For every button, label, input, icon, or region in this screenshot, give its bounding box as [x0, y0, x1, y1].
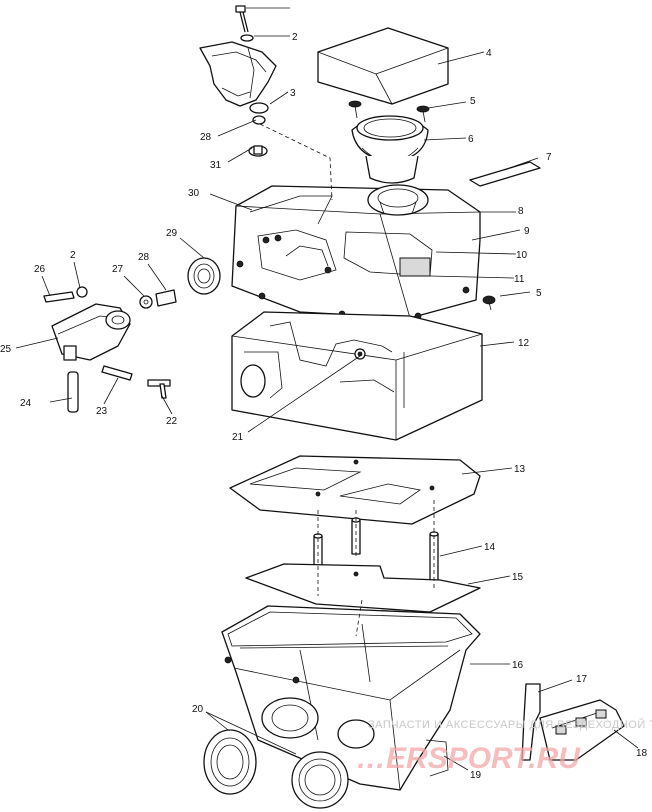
callout-22: 22	[166, 416, 178, 427]
callout-7: 7	[546, 152, 552, 163]
hose-23	[101, 365, 133, 381]
intake-boot-flange	[351, 115, 429, 184]
small-cover-plate	[469, 161, 541, 187]
spacer-28	[155, 289, 177, 307]
lower-airbox	[221, 605, 481, 791]
air-filter-element	[317, 27, 449, 105]
callout-28-top: 28	[200, 132, 212, 143]
middle-housing-box	[231, 311, 483, 441]
callout-19: 19	[470, 770, 482, 781]
fitting-22	[147, 379, 171, 399]
callout-30: 30	[188, 188, 200, 199]
callout-8: 8	[518, 206, 524, 217]
top-cover-housing	[231, 184, 481, 320]
callout-27: 27	[112, 264, 124, 275]
gasket-13	[229, 455, 481, 525]
watermark-text: ЗАПЧАСТИ И АКСЕССУАРЫ ДЛЯ ВЕЗДЕХОДНОЙ ТЕ…	[368, 718, 652, 731]
assembly-guide-lines	[259, 123, 435, 637]
tube-24	[67, 371, 79, 413]
carb-boot-25	[51, 303, 131, 361]
rivet-right	[482, 295, 496, 311]
baffle-plate-15	[245, 563, 481, 613]
side-boot-29	[187, 257, 221, 295]
callout-29: 29	[166, 228, 178, 239]
washer-2b	[76, 286, 88, 298]
callout-6: 6	[468, 134, 474, 145]
washer-27	[139, 295, 153, 309]
screw-26	[43, 291, 75, 303]
rivet-upper-right	[416, 105, 430, 123]
callout-26: 26	[34, 264, 46, 275]
callout-21: 21	[232, 432, 244, 443]
outlet-boot-left	[203, 729, 257, 795]
watermark: ЗАПЧАСТИ И АКСЕССУАРЫ ДЛЯ ВЕЗДЕХОДНОЙ ТЕ…	[356, 718, 652, 775]
callout-20: 20	[192, 704, 204, 715]
callout-31: 31	[210, 160, 222, 171]
rubber-grommet	[249, 102, 269, 125]
bracket-18	[539, 699, 625, 761]
callout-12: 12	[518, 338, 530, 349]
rivet-upper-left	[348, 100, 362, 119]
mount-bracket	[199, 41, 277, 107]
callout-14: 14	[484, 542, 496, 553]
callout-25: 25	[0, 344, 12, 355]
callout-16: 16	[512, 660, 524, 671]
callout-23: 23	[96, 406, 108, 417]
callout-2-left: 2	[70, 250, 76, 261]
callout-18: 18	[636, 748, 648, 759]
leader-lines	[15, 7, 639, 771]
callout-13: 13	[514, 464, 526, 475]
watermark-logo: …ERSPORT.RU	[356, 742, 581, 775]
callout-3: 3	[290, 88, 296, 99]
callout-24: 24	[20, 398, 32, 409]
callout-labels: 2 3 4 5 6 7 8 9 10 11 5 12 13 14 15 16 1…	[0, 32, 648, 781]
callout-11: 11	[514, 274, 525, 285]
callout-15: 15	[512, 572, 524, 583]
outlet-boot-right	[291, 751, 349, 809]
callout-28-left: 28	[138, 252, 150, 263]
callout-5-right: 5	[536, 288, 542, 299]
callout-5: 5	[470, 96, 476, 107]
callout-4: 4	[486, 48, 492, 59]
clamp-17	[521, 683, 541, 761]
callout-2: 2	[292, 32, 298, 43]
callout-17: 17	[576, 674, 588, 685]
washer-top	[240, 34, 254, 42]
callout-9: 9	[524, 226, 530, 237]
top-bolt	[235, 5, 249, 33]
callout-10: 10	[516, 250, 528, 261]
top-grommet-31	[248, 145, 268, 157]
